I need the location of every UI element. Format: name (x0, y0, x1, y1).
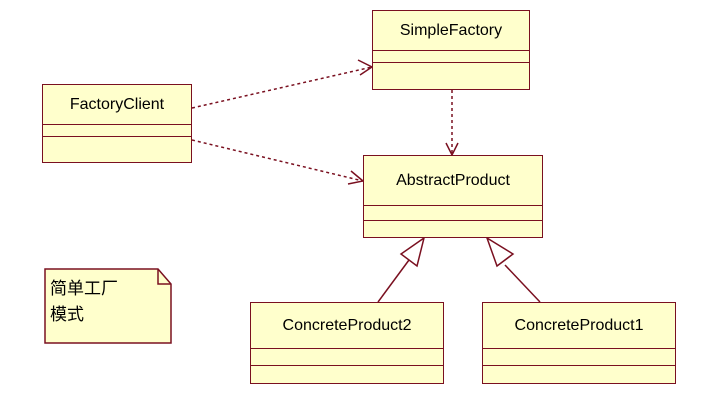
class-factory-client-attributes (43, 125, 191, 137)
class-abstract-product-attributes (364, 206, 542, 221)
class-simple-factory-operations (373, 63, 529, 75)
class-concrete-product1[interactable]: ConcreteProduct1 (482, 302, 676, 384)
class-simple-factory[interactable]: SimpleFactory (372, 10, 530, 90)
note-shape (44, 268, 172, 344)
class-concrete-product2-attributes (251, 349, 443, 366)
dependency-client-to-factory (191, 66, 373, 109)
note-text: 简单工厂 模式 (50, 279, 118, 324)
class-concrete-product1-attributes (483, 349, 675, 366)
dependency-client-to-product (191, 139, 364, 182)
class-concrete-product2[interactable]: ConcreteProduct2 (250, 302, 444, 384)
dependency-client-to-factory-arrowhead (357, 59, 374, 76)
generalization-product1-line (504, 264, 541, 303)
generalization-product1-arrowhead (485, 236, 515, 268)
class-abstract-product-name: AbstractProduct (364, 156, 542, 206)
class-concrete-product1-name: ConcreteProduct1 (483, 303, 675, 349)
generalization-product2-arrowhead (399, 236, 426, 268)
class-concrete-product1-operations (483, 366, 675, 383)
class-simple-factory-attributes (373, 51, 529, 63)
class-factory-client[interactable]: FactoryClient (42, 84, 192, 163)
class-abstract-product[interactable]: AbstractProduct (363, 155, 543, 238)
class-factory-client-operations (43, 137, 191, 149)
class-simple-factory-name: SimpleFactory (373, 11, 529, 51)
class-concrete-product2-operations (251, 366, 443, 383)
note-simple-factory-pattern[interactable]: 简单工厂 模式 (44, 268, 172, 344)
class-concrete-product2-name: ConcreteProduct2 (251, 303, 443, 349)
generalization-product2-line (377, 259, 410, 303)
class-factory-client-name: FactoryClient (43, 85, 191, 125)
class-abstract-product-operations (364, 221, 542, 237)
